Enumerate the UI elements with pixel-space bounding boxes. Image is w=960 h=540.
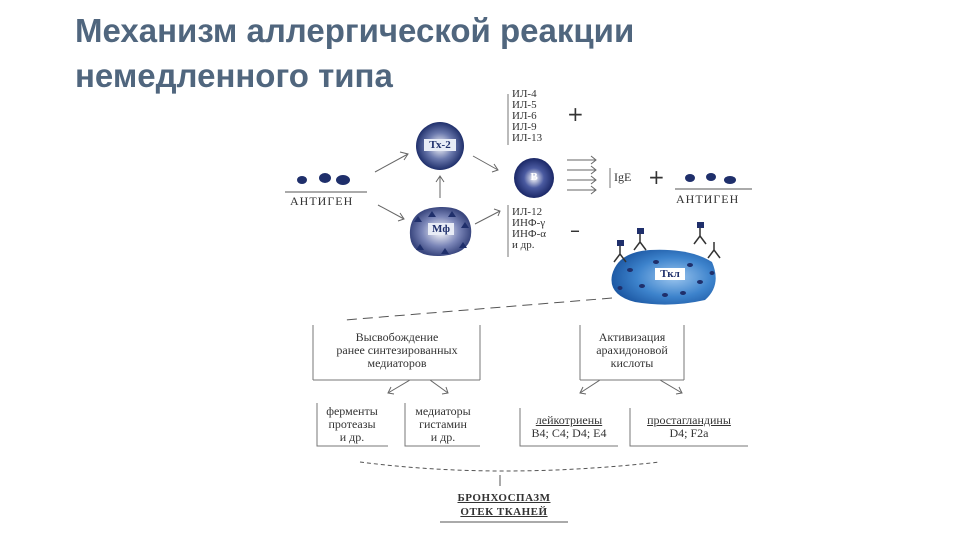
leukotrienes-title: лейкотриены [535,413,603,427]
outcome-line-2: ОТЕК ТКАНЕЙ [460,506,548,518]
antigen-right-label: АНТИГЕН [676,192,740,206]
antigen-left-label: АНТИГЕН [290,194,354,208]
minus-sign: – [570,218,580,242]
b-cell-label: В [530,171,538,183]
outcome-line-1: БРОНХОСПАЗМ [457,492,551,504]
activation-line: Активизация [598,330,666,344]
release-line: медиаторов [367,356,427,370]
il-bottom-item: ИЛ-12 [512,206,543,218]
title-line-1: Механизм аллергической реакции [75,12,635,49]
enzymes-box: ферменты протеазы и др. [318,405,386,444]
release-line: ранее синтезированных [336,343,458,357]
il-top-item: ИЛ-9 [512,121,537,133]
th2-cell-label: Тх-2 [424,139,456,151]
antigen-left-icon [297,173,350,185]
title-line-2: немедленного типа [75,57,393,94]
enzymes-line: протеазы [328,417,376,431]
antigen-right-icon [685,173,736,184]
mediators-line: и др. [430,430,456,444]
mediators-line: медиаторы [415,404,471,418]
mediators-box: медиаторы гистамин и др. [406,405,480,444]
prostaglandins-title: простагландины [647,413,731,427]
plus-sign-2: + [648,165,665,189]
activation-line: арахидоновой [596,343,668,357]
il-top-item: ИЛ-6 [512,110,537,122]
plus-sign-1: + [567,102,584,126]
il-top-item: ИЛ-5 [512,99,537,111]
il-bottom-item: ИНФ-α [512,228,547,240]
flow-arrows [374,151,683,395]
mediators-line: гистамин [419,417,467,431]
activation-box: Активизация арахидоновой кислоты [582,331,682,370]
macrophage-label: Мф [428,223,454,235]
il-top-item: ИЛ-4 [512,88,537,100]
activation-line: кислоты [610,356,654,370]
il-bottom-item: ИНФ-γ [512,217,546,229]
leukotrienes-box: лейкотриены В4; С4; D4; Е4 [520,414,618,440]
box-frames [312,94,748,447]
mast-cell-label: Ткл [655,268,685,280]
ige-label: IgE [614,170,632,184]
b-cell [514,158,554,198]
il-bottom-item: и др. [512,239,535,251]
release-line: Высвобождение [355,330,439,344]
outcome-box: БРОНХОСПАЗМ ОТЕК ТКАНЕЙ [440,491,568,519]
ige-receptors [613,228,721,263]
prostaglandins-box: простагландины D4; F2a [632,414,746,440]
release-box: Высвобождение ранее синтезированных меди… [316,331,478,370]
page-title: Механизм аллергической реакции немедленн… [75,8,634,98]
il-top-item: ИЛ-13 [512,132,543,144]
il-top-list: ИЛ-4 ИЛ-5 ИЛ-6 ИЛ-9 ИЛ-13 [512,89,542,144]
leukotrienes-values: В4; С4; D4; Е4 [531,426,607,440]
enzymes-line: и др. [339,430,365,444]
prostaglandins-values: D4; F2a [669,426,709,440]
il-bottom-list: ИЛ-12 ИНФ-γ ИНФ-α и др. [512,207,546,251]
enzymes-line: ферменты [326,404,378,418]
